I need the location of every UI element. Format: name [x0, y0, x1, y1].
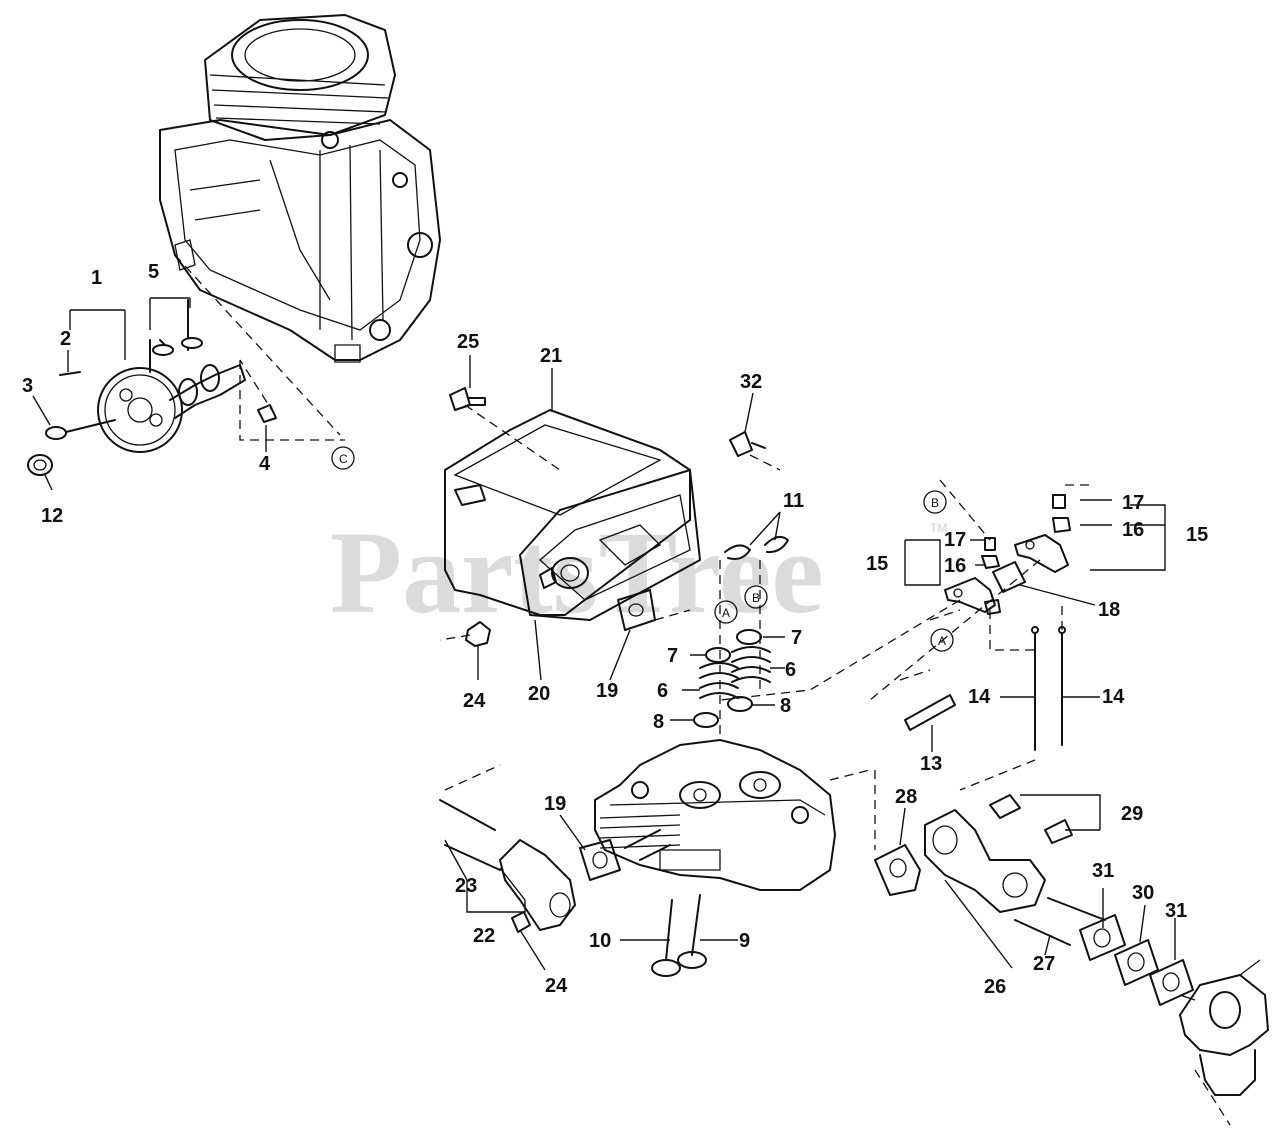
nut-24-upper-drawing	[465, 621, 491, 647]
muffler-drawing	[444, 409, 701, 631]
bolt-25-drawing	[449, 387, 486, 411]
part-number-26[interactable]: 26	[984, 976, 1006, 998]
part-number-7-right[interactable]: 7	[791, 627, 802, 649]
reference-marker-b-2: B	[923, 490, 947, 514]
svg-text:B: B	[752, 591, 760, 605]
valves-drawing	[651, 894, 707, 977]
valve-keepers-11-drawing	[724, 535, 789, 560]
part-number-28[interactable]: 28	[895, 786, 917, 808]
assembly-dashed-lines	[174, 254, 1231, 1126]
part-number-12[interactable]: 12	[41, 505, 63, 527]
part-number-3[interactable]: 3	[22, 375, 33, 397]
part-number-5[interactable]: 5	[148, 261, 159, 283]
intake-manifold-drawing	[874, 794, 1194, 1006]
part-number-6-left[interactable]: 6	[657, 680, 668, 702]
part-number-23[interactable]: 23	[455, 875, 477, 897]
watermark-tm: TM	[930, 521, 947, 535]
part-number-8-right[interactable]: 8	[780, 695, 791, 717]
rocker-arm-drawing	[944, 494, 1071, 615]
engine-block-drawing	[159, 14, 441, 363]
part-number-11[interactable]: 11	[783, 490, 804, 512]
svg-text:C: C	[339, 452, 348, 466]
reference-marker-c: C	[331, 446, 355, 470]
part-number-30[interactable]: 30	[1132, 882, 1154, 904]
part-number-17-right[interactable]: 17	[1122, 492, 1144, 514]
part-number-19-lower[interactable]: 19	[544, 793, 566, 815]
part-number-29[interactable]: 29	[1121, 803, 1143, 825]
valve-spring-set-drawing	[693, 629, 771, 728]
cylinder-head-drawing	[594, 739, 836, 891]
camshaft-gear-drawing	[27, 299, 277, 476]
part-number-25[interactable]: 25	[457, 331, 479, 353]
part-number-24-lower[interactable]: 24	[545, 975, 568, 997]
part-number-9[interactable]: 9	[739, 930, 750, 952]
svg-text:A: A	[938, 634, 946, 648]
part-number-1[interactable]: 1	[91, 267, 102, 289]
part-number-31-right[interactable]: 31	[1165, 900, 1187, 922]
part-number-18[interactable]: 18	[1098, 599, 1120, 621]
part-number-15-left[interactable]: 15	[866, 553, 888, 575]
part-number-8-left[interactable]: 8	[653, 711, 664, 733]
reference-marker-a-2: A	[930, 628, 954, 652]
svg-text:B: B	[931, 496, 939, 510]
bolt-32-drawing	[729, 431, 766, 457]
part-number-14-right[interactable]: 14	[1102, 686, 1125, 708]
part-number-20[interactable]: 20	[528, 683, 550, 705]
part-number-22[interactable]: 22	[473, 925, 495, 947]
part-number-6-right[interactable]: 6	[785, 659, 796, 681]
reference-marker-b-1: B	[744, 585, 768, 609]
intake-elbow-drawing	[439, 799, 671, 933]
part-number-21[interactable]: 21	[540, 345, 562, 367]
part-number-15-right[interactable]: 15	[1186, 524, 1208, 546]
part-number-31-left[interactable]: 31	[1092, 860, 1114, 882]
svg-text:A: A	[722, 606, 730, 620]
part-number-10[interactable]: 10	[589, 930, 611, 952]
part-number-13[interactable]: 13	[920, 753, 942, 775]
part-number-24-upper[interactable]: 24	[463, 690, 486, 712]
part-number-16-left[interactable]: 16	[944, 555, 966, 577]
part-number-27[interactable]: 27	[1033, 953, 1055, 975]
carburetor-drawing	[1179, 959, 1269, 1096]
push-rods-drawing	[904, 626, 1066, 751]
part-number-32[interactable]: 32	[740, 371, 762, 393]
reference-marker-a-1: A	[714, 600, 738, 624]
part-number-7-left[interactable]: 7	[667, 645, 678, 667]
part-number-19-upper[interactable]: 19	[596, 680, 618, 702]
leader-lines	[32, 297, 1176, 971]
part-number-2[interactable]: 2	[60, 328, 71, 350]
part-number-14-left[interactable]: 14	[968, 686, 991, 708]
part-number-17-left[interactable]: 17	[944, 529, 966, 551]
part-number-16-right[interactable]: 16	[1122, 519, 1144, 541]
part-number-4[interactable]: 4	[259, 453, 271, 475]
